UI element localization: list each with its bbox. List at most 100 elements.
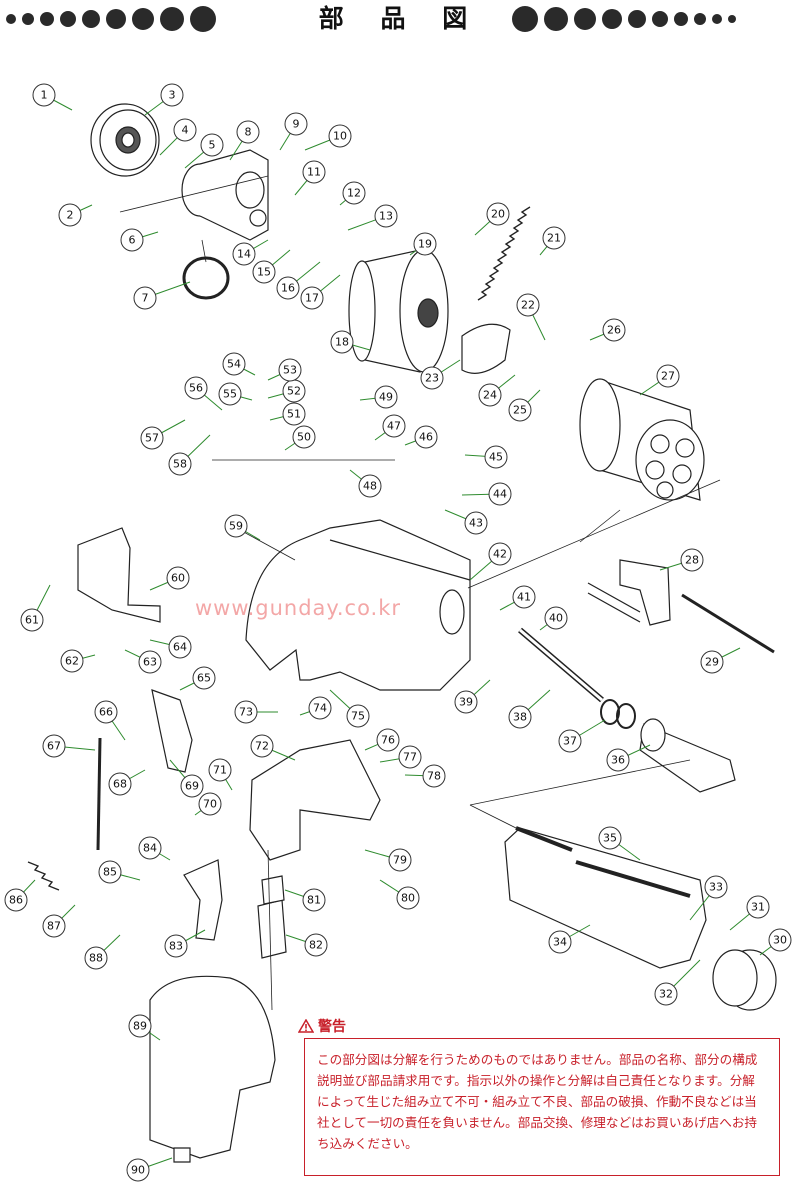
callout-3: 3 [144,83,184,116]
part-27-cylinder [579,378,705,501]
warning-box: この部分図は分解を行うためのものではありません。部品の名称、部分の構成説明並び部… [304,1038,780,1176]
callout-73: 73 [234,700,278,724]
callout-81: 81 [284,888,326,912]
callout-circle [234,700,258,724]
header-dot [60,11,76,27]
callout-circle [250,734,274,758]
header-dot [106,9,126,29]
callout-circle [300,286,324,310]
callout-circle [160,83,184,107]
header-dot [694,13,706,25]
part-number: 10 [333,130,347,143]
callout-circle [198,792,222,816]
callout-circle [192,666,216,690]
callout-circle [358,474,382,498]
part-number: 1 [41,89,48,102]
callout-circle [396,886,420,910]
callout-36: 36 [606,744,651,772]
callout-31: 31 [729,895,770,931]
part-number: 72 [255,740,269,753]
part-number: 79 [393,854,407,867]
header-dots-left [6,6,216,32]
callout-circle [208,758,232,782]
callout-14: 14 [232,239,269,266]
callout-circle [516,293,540,317]
warning-heading: 警告 [298,1016,346,1036]
callout-33: 33 [689,875,728,921]
header-dot [22,13,34,25]
callout-circle [704,875,728,899]
part-callouts: 1234567891011121314151617181920212223242… [4,83,792,1182]
callout-23: 23 [420,359,461,390]
part-number: 39 [459,696,473,709]
callout-circle [602,318,626,342]
part-number: 25 [513,404,527,417]
callout-64: 64 [149,635,192,659]
part-number: 38 [513,711,527,724]
callout-circle [128,1014,152,1038]
callout-7: 7 [133,281,191,310]
part-number: 28 [685,554,699,567]
part-number: 40 [549,612,563,625]
part-number: 80 [401,892,415,905]
callout-10: 10 [304,124,352,151]
part-number: 22 [521,299,535,312]
header-dot [712,14,722,24]
callout-24: 24 [478,374,516,407]
callout-circle [342,181,366,205]
callout-42: 42 [469,542,512,581]
part-number: 41 [517,591,531,604]
part-number: 58 [173,458,187,471]
part-number: 18 [335,336,349,349]
part-number: 63 [143,656,157,669]
callout-53: 53 [267,358,302,382]
part-number: 56 [189,382,203,395]
callout-62: 62 [60,649,96,673]
callout-circle [138,836,162,860]
header-dot [6,14,16,24]
callout-circle [606,748,630,772]
callout-circle [374,385,398,409]
part-number: 81 [307,894,321,907]
callout-circle [284,112,308,136]
callout-90: 90 [126,1157,173,1182]
callout-5: 5 [184,133,224,169]
callout-65: 65 [179,666,216,691]
callout-circle [126,1158,150,1182]
callout-circle [512,585,536,609]
callout-circle [382,414,406,438]
part-number: 48 [363,480,377,493]
callout-circle [420,366,444,390]
callout-25: 25 [508,389,541,422]
callout-58: 58 [168,434,211,476]
header-dot [602,9,622,29]
part-number: 32 [659,988,673,1001]
part-number: 3 [169,89,176,102]
callout-circle [700,650,724,674]
callout-34: 34 [548,924,591,954]
header-dot [574,8,596,30]
callout-circle [454,690,478,714]
callout-circle [42,914,66,938]
warning-triangle-icon [298,1019,314,1033]
part-number: 54 [227,358,241,371]
part-number: 85 [103,866,117,879]
callout-83: 83 [164,929,206,958]
callout-circle [222,352,246,376]
part-number: 24 [483,389,497,402]
callout-75: 75 [329,689,370,728]
callout-circle [302,160,326,184]
part-number: 70 [203,798,217,811]
part-number: 34 [553,936,567,949]
part-number: 2 [67,209,74,222]
callout-circle [488,542,512,566]
header-dot [544,7,568,31]
callout-57: 57 [140,419,186,450]
header-dot [160,7,184,31]
part-number: 12 [347,187,361,200]
header-dot [652,11,668,27]
callout-circle [542,226,566,250]
callout-circle [486,202,510,226]
part-number: 20 [491,208,505,221]
